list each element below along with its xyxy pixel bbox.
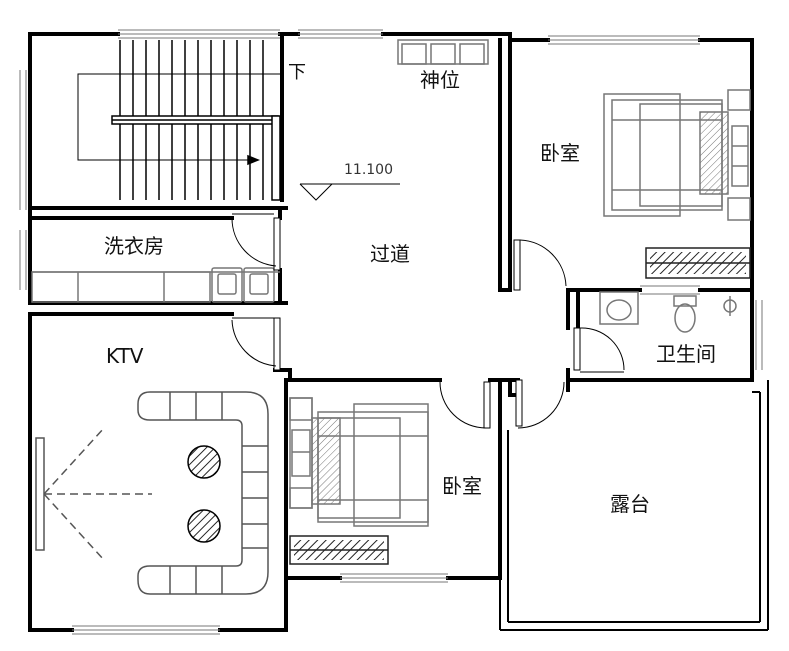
stair-direction-label: 下 (288, 62, 306, 83)
walls (28, 32, 754, 632)
elevation-label: 11.100 (344, 162, 393, 178)
stair-treads-upper (119, 40, 264, 118)
stair-treads-lower (119, 124, 264, 200)
shrine-label: 神位 (420, 68, 460, 92)
terrace-parapet (499, 380, 769, 631)
windows (19, 29, 763, 635)
corridor-label: 过道 (370, 242, 410, 266)
laundry-fixtures (31, 267, 280, 303)
middle-bedroom-bed (289, 397, 429, 527)
middle-bedroom-wardrobe (289, 535, 389, 565)
doors (231, 213, 625, 429)
ktv-screen (35, 427, 152, 561)
bathroom-label: 卫生间 (656, 342, 716, 366)
elevation-marker (299, 183, 400, 201)
ktv-label: KTV (106, 344, 144, 368)
terrace-label: 露台 (610, 492, 650, 516)
bedroom-right-label: 卧室 (540, 141, 580, 165)
bedroom-middle-label: 卧室 (442, 474, 482, 498)
bathroom-fixtures (599, 291, 737, 333)
ktv-tables (187, 445, 221, 543)
laundry-label: 洗衣房 (104, 234, 164, 258)
staircase (77, 39, 281, 201)
right-bedroom-bed (603, 89, 751, 221)
ktv-sofa (137, 391, 269, 595)
right-bedroom-wardrobe (645, 247, 751, 279)
shrine-cabinet (397, 39, 489, 65)
